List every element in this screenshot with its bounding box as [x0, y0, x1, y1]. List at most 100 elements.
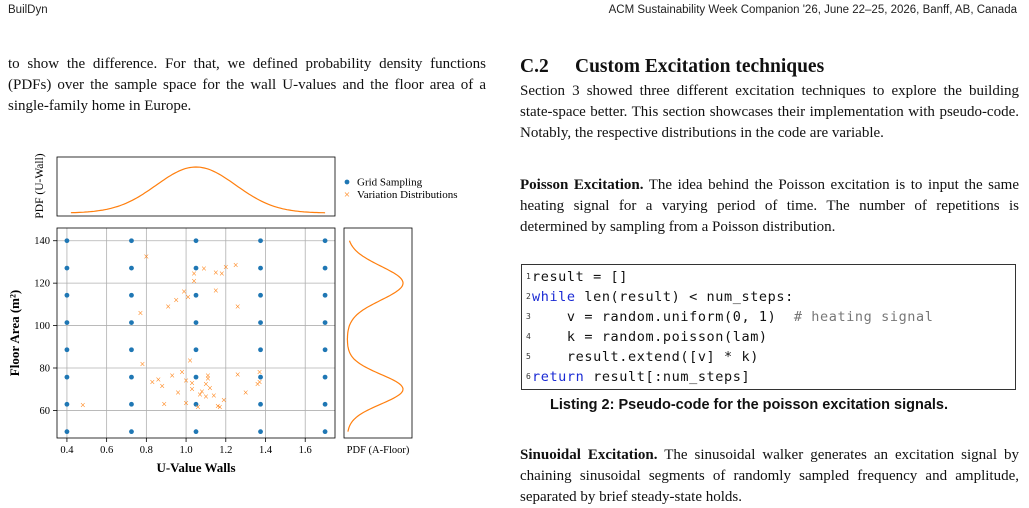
scatter-figure: PDF (U-Wall) Grid Sampling × Variation D…	[7, 153, 458, 475]
grid-sampling-point	[129, 265, 134, 271]
variation-points: ××××××××××××××××××××××××××××××××××××××××…	[80, 252, 262, 414]
grid-sampling-point	[322, 429, 328, 435]
sinusoidal-text: The sinusoidal walker generates an excit…	[520, 447, 1019, 505]
grid-sampling-point	[193, 292, 199, 298]
variation-point: ×	[161, 400, 167, 411]
grid-sampling-point	[258, 347, 263, 353]
x-tick-label: 0.6	[100, 445, 113, 456]
variation-point: ×	[189, 378, 195, 389]
grid-sampling-point	[258, 429, 263, 435]
grid-sampling-point	[322, 347, 328, 353]
poisson-text: The idea behind the Poisson excitation i…	[520, 177, 1019, 235]
variation-point: ×	[173, 296, 179, 307]
x-tick-label: 1.0	[180, 445, 193, 456]
variation-point: ×	[140, 359, 146, 370]
y-tick-label: 60	[40, 406, 51, 417]
variation-point: ×	[223, 263, 229, 274]
variation-point: ×	[221, 395, 227, 406]
grid-sampling-point	[322, 238, 328, 244]
variation-point: ×	[195, 403, 201, 414]
section-number: C.2	[520, 56, 549, 77]
x-axis-label: U-Value Walls	[156, 460, 235, 475]
grid-sampling-point	[64, 238, 70, 244]
grid-sampling-point	[322, 320, 328, 326]
legend-grid-marker	[344, 179, 350, 185]
grid-sampling-point	[129, 347, 134, 353]
variation-point: ×	[257, 377, 263, 388]
section-heading: C.2 Custom Excitation techniques	[520, 56, 824, 78]
variation-point: ×	[243, 388, 249, 399]
y-tick-label: 120	[34, 279, 50, 290]
grid-sampling-point	[129, 401, 134, 407]
grid-sampling-point	[193, 429, 199, 435]
variation-point: ×	[181, 287, 187, 298]
grid-sampling-point	[64, 401, 70, 407]
grid-sampling-point	[193, 320, 199, 326]
code-line-3: 3 v = random.uniform(0, 1) # heating sig…	[526, 309, 934, 325]
a-floor-pdf-curve	[346, 240, 404, 432]
x-tick-label: 1.4	[259, 445, 273, 456]
x-tick-label: 0.4	[60, 445, 74, 456]
grid-sampling-point	[322, 265, 328, 271]
poisson-lead: Poisson Excitation.	[520, 177, 644, 193]
variation-point: ×	[235, 370, 241, 381]
grid-sampling-point	[322, 292, 328, 298]
grid-sampling-point	[322, 401, 328, 407]
grid-sampling-point	[258, 265, 263, 271]
u-wall-pdf-curve	[70, 166, 326, 214]
x-tick-label: 1.2	[219, 445, 232, 456]
grid-sampling-point	[193, 401, 199, 407]
variation-point: ×	[219, 269, 225, 280]
variation-point: ×	[169, 371, 175, 382]
grid-sampling-point	[193, 238, 199, 244]
variation-point: ×	[257, 368, 263, 379]
section-title: Custom Excitation techniques	[575, 56, 825, 77]
variation-point: ×	[197, 390, 203, 401]
y-tick-label: 140	[34, 236, 50, 247]
grid-sampling-point	[258, 374, 263, 380]
sinusoidal-lead: Sinuoidal Excitation.	[520, 447, 658, 463]
variation-point: ×	[203, 379, 209, 390]
poisson-paragraph: Poisson Excitation. The idea behind the …	[520, 175, 1019, 238]
grid-sampling-point	[193, 265, 199, 271]
variation-point: ×	[159, 382, 165, 393]
variation-point: ×	[187, 356, 193, 367]
grid-sampling-point	[64, 265, 70, 271]
variation-point: ×	[201, 264, 207, 275]
variation-point: ×	[211, 391, 217, 402]
grid-sampling-point	[129, 320, 134, 326]
grid-sampling-point	[193, 347, 199, 353]
grid-sampling-point	[129, 292, 134, 298]
left-column-paragraph: to show the difference. For that, we def…	[8, 56, 486, 114]
intro-paragraph: Section 3 showed three different excitat…	[520, 83, 1019, 141]
variation-point: ×	[179, 368, 185, 379]
sinusoidal-paragraph: Sinuoidal Excitation. The sinusoidal wal…	[520, 445, 1019, 508]
y-tick-label: 80	[40, 364, 51, 375]
variation-point: ×	[155, 375, 161, 386]
variation-point: ×	[144, 252, 150, 263]
grid-sampling-point	[193, 374, 199, 380]
running-header-right: ACM Sustainability Week Companion '26, J…	[608, 4, 1017, 16]
grid-sampling-points	[64, 238, 328, 435]
variation-point: ×	[185, 292, 191, 303]
variation-point: ×	[233, 261, 239, 272]
legend-variation-marker: ×	[344, 189, 350, 201]
grid-sampling-point	[258, 238, 263, 244]
y-axis-label: Floor Area (m²)	[7, 290, 22, 376]
variation-point: ×	[215, 402, 221, 413]
grid-sampling-point	[64, 374, 70, 380]
variation-point: ×	[189, 385, 195, 396]
variation-point: ×	[165, 302, 171, 313]
x-tick-label: 0.8	[140, 445, 153, 456]
variation-point: ×	[175, 388, 181, 399]
variation-point: ×	[80, 401, 86, 412]
grid-sampling-point	[258, 292, 263, 298]
variation-point: ×	[191, 277, 197, 288]
variation-point: ×	[235, 302, 241, 313]
listing-caption: Listing 2: Pseudo-code for the poisson e…	[550, 397, 948, 413]
variation-point: ×	[255, 379, 261, 390]
